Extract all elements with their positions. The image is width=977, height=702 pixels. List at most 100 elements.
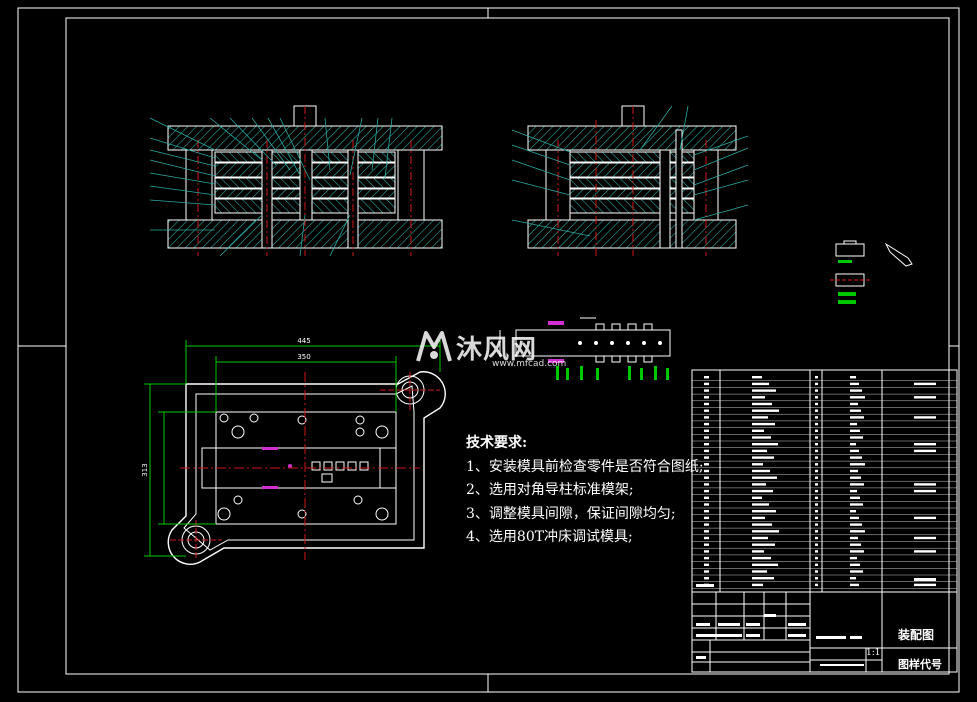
parts-list-cell-mark <box>815 436 818 439</box>
parts-list-cell-mark <box>815 443 818 446</box>
parts-list-cell-mark <box>752 469 770 473</box>
parts-list-cell-mark <box>752 422 775 426</box>
parts-list-cell-mark <box>704 469 709 473</box>
technical-requirements: 技术要求: 1、安装模具前检查零件是否符合图纸; 2、选用对角导柱标准模架; 3… <box>466 432 704 550</box>
parts-list-cell-mark <box>850 556 857 560</box>
drawing-scale: 1:1 <box>866 648 881 658</box>
parts-list-cell-mark <box>815 489 818 493</box>
parts-list-cell-mark <box>914 489 936 493</box>
parts-list-cell-mark <box>752 496 762 499</box>
parts-list-cell-mark <box>752 577 774 580</box>
title-block-fill <box>696 578 936 666</box>
title-block <box>691 591 958 673</box>
parts-list-cell-mark <box>850 530 865 533</box>
parts-list-cell-mark <box>815 483 818 486</box>
parts-list-cell-mark <box>752 416 768 419</box>
parts-list-cell-mark <box>704 463 709 466</box>
parts-list-cell-mark <box>850 396 865 399</box>
parts-list-cell-mark <box>850 409 861 412</box>
parts-list-cell-mark <box>850 570 863 573</box>
parts-list-cell-mark <box>914 449 936 453</box>
parts-list-cell-mark <box>752 476 777 479</box>
parts-list-cell-mark <box>704 556 709 560</box>
parts-list-cell-mark <box>850 510 856 513</box>
dim-overall-width: 445 <box>297 337 310 345</box>
parts-list-cell-mark <box>704 476 709 479</box>
parts-list-cell-mark <box>815 530 818 533</box>
parts-list-cell-mark <box>850 402 858 406</box>
strip-layout <box>499 317 671 380</box>
dim-inner-width: 350 <box>297 353 310 361</box>
parts-list-cell-mark <box>752 489 773 493</box>
parts-list-cell-mark <box>914 416 936 419</box>
parts-list-cell-mark <box>850 469 858 473</box>
technical-requirement-item: 2、选用对角导柱标准模架; <box>466 482 634 498</box>
parts-list-cell-mark <box>815 536 818 540</box>
parts-list-cell-mark <box>815 543 818 546</box>
parts-list-cell-mark <box>752 429 764 432</box>
parts-list-cell-mark <box>752 563 778 566</box>
parts-list-cell-mark <box>850 577 856 580</box>
parts-list-cell-mark <box>704 396 709 399</box>
drawing-code-label: 图样代号 <box>898 658 942 671</box>
parts-list-cell-mark <box>704 382 709 386</box>
parts-list-cell-mark <box>704 536 709 540</box>
parts-list-cell-mark <box>704 543 709 546</box>
parts-list-cell-mark <box>704 570 709 573</box>
parts-list-cell-mark <box>850 456 862 459</box>
parts-list-cell-mark <box>704 503 709 506</box>
parts-list-cell-mark <box>752 543 775 546</box>
parts-list-cell-mark <box>850 449 859 453</box>
parts-list-cell-mark <box>704 496 709 499</box>
parts-list-cell-mark <box>914 536 936 540</box>
parts-list-cell-mark <box>815 376 818 379</box>
parts-list-cell-mark <box>752 402 772 406</box>
parts-list-cell-mark <box>815 476 818 479</box>
parts-list-cell-mark <box>752 510 776 513</box>
parts-list-cell-mark <box>815 503 818 506</box>
parts-list-cell-mark <box>704 429 709 432</box>
technical-requirements-heading: 技术要求: <box>466 435 528 451</box>
parts-list-cell-mark <box>914 483 936 486</box>
parts-list-cell-mark <box>850 436 863 439</box>
parts-list-cell-mark <box>752 516 765 520</box>
parts-list-cell-mark <box>752 436 771 439</box>
technical-requirement-item: 3、调整模具间隙，保证间隙均匀; <box>466 505 676 522</box>
dim-overall-height: 313 <box>141 463 149 476</box>
parts-list-cell-mark <box>850 550 864 553</box>
parts-list-cell-mark <box>752 456 774 459</box>
parts-list-cell-mark <box>815 550 818 553</box>
parts-list-cell-mark <box>704 550 709 553</box>
parts-list-cell-mark <box>704 523 709 526</box>
plan-view: 445 350 313 <box>141 337 446 565</box>
parts-list-cell-mark <box>704 577 709 580</box>
parts-list-cell-mark <box>704 402 709 406</box>
parts-list-cell-mark <box>752 536 768 540</box>
parts-list-cell-mark <box>815 389 818 392</box>
parts-list-cell-mark <box>850 583 859 587</box>
watermark-name: 沐风网 <box>456 335 538 365</box>
parts-list-cell-mark <box>752 503 769 506</box>
parts-list-cell-mark <box>815 416 818 419</box>
parts-list-cell-mark <box>752 463 763 466</box>
parts-list-cell-mark <box>850 416 864 419</box>
parts-list-cell-mark <box>704 456 709 459</box>
parts-list-cell-mark <box>815 577 818 580</box>
parts-list-cell-mark <box>850 429 860 432</box>
parts-list-rows <box>692 376 957 589</box>
parts-list-cell-mark <box>815 396 818 399</box>
parts-list-cell-mark <box>752 583 763 587</box>
parts-list-cell-mark <box>850 523 862 526</box>
parts-list-cell-mark <box>704 510 709 513</box>
parts-list-cell-mark <box>850 536 858 540</box>
front-section-view <box>149 105 443 257</box>
parts-list-cell-mark <box>704 389 709 392</box>
technical-requirement-item: 1、安装模具前检查零件是否符合图纸; <box>466 458 704 475</box>
parts-list-cell-mark <box>815 429 818 432</box>
parts-list-cell-mark <box>752 523 772 526</box>
parts-list-cell-mark <box>914 516 936 520</box>
parts-list-cell-mark <box>752 530 779 533</box>
watermark-logo-icon <box>416 331 452 362</box>
parts-list-cell-mark <box>704 483 709 486</box>
